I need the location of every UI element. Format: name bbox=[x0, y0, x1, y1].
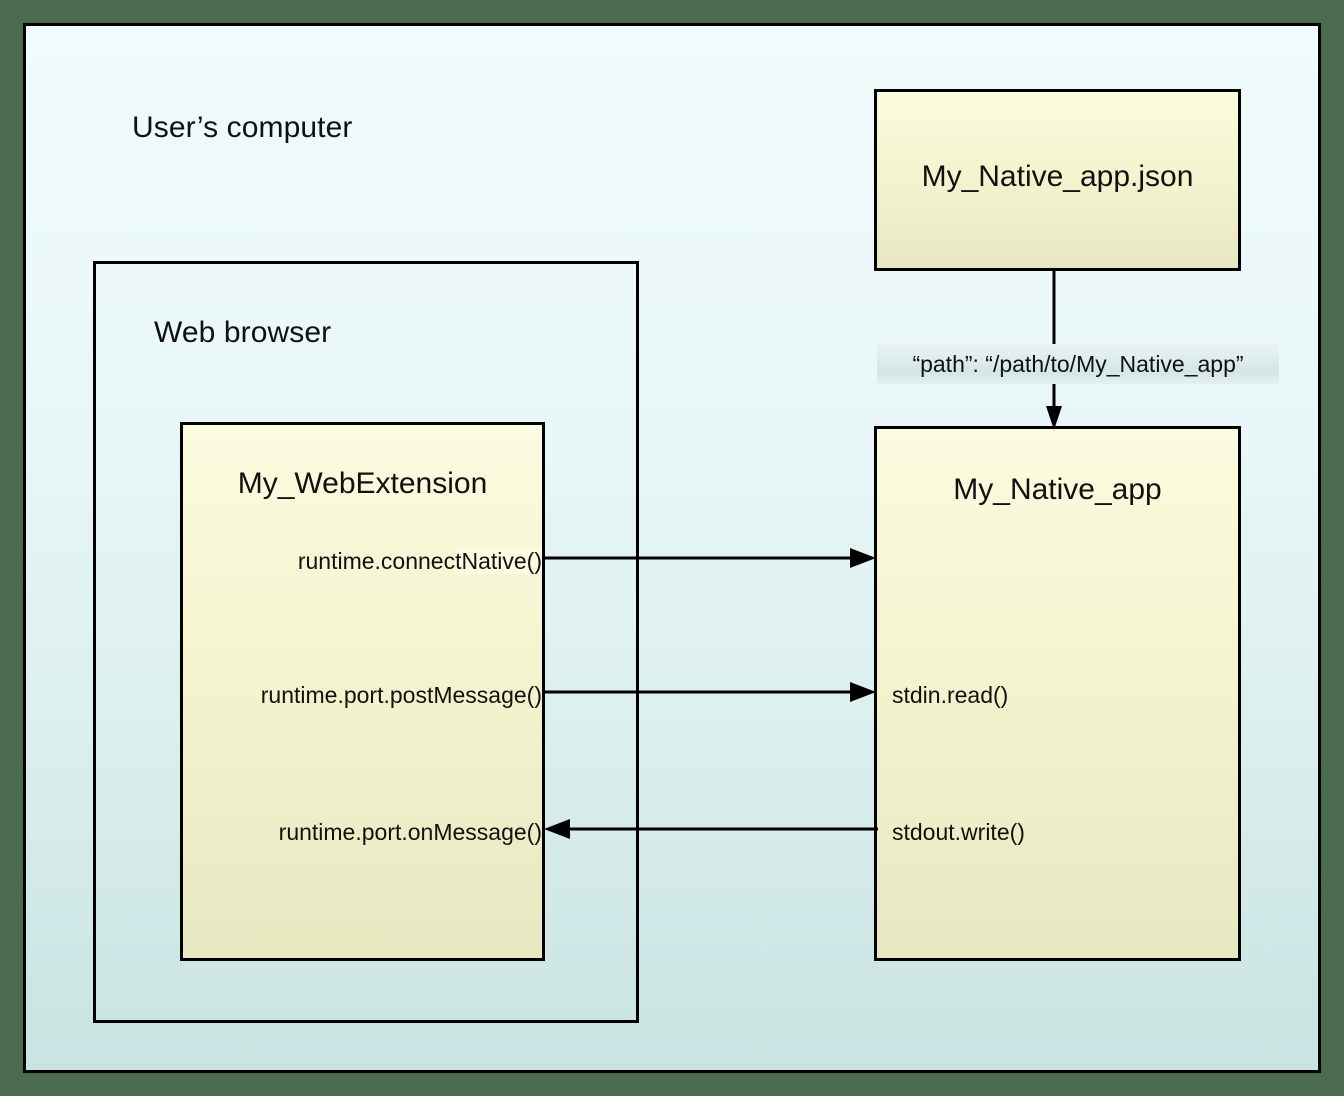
api-label-connect-native-highlight: tNative() bbox=[455, 548, 542, 574]
connector-post-message bbox=[542, 682, 878, 702]
my-native-app-label: My_Native_app bbox=[953, 473, 1162, 506]
native-manifest-box[interactable]: My_Native_app.json bbox=[874, 89, 1241, 271]
connector-manifest-to-native-app bbox=[1046, 268, 1062, 432]
api-label-post-message: runtime.port.postMessage() bbox=[260, 682, 542, 708]
web-browser-label: Web browser bbox=[154, 316, 332, 349]
api-label-connect-native-text: runtime.connec bbox=[297, 548, 456, 574]
my-webextension-label: My_WebExtension bbox=[237, 467, 488, 500]
manifest-path-label: “path”: “/path/to/My_Native_app” bbox=[877, 344, 1279, 384]
api-label-on-message: runtime.port.onMessage() bbox=[278, 819, 542, 845]
native-manifest-label: My_Native_app.json bbox=[921, 160, 1194, 193]
connector-connect-native bbox=[542, 548, 878, 568]
api-label-stdout-write: stdout.write() bbox=[892, 819, 1025, 845]
web-browser-container bbox=[93, 261, 639, 1023]
users-computer-label: User’s computer bbox=[132, 111, 353, 144]
api-label-connect-native: runtime.connectNative() bbox=[86, 548, 542, 574]
my-webextension-box[interactable]: My_WebExtension bbox=[180, 422, 545, 961]
connector-on-message bbox=[542, 819, 878, 839]
api-label-stdin-read: stdin.read() bbox=[892, 682, 1009, 708]
diagram-canvas: User’s computer Web browser My_WebExtens… bbox=[23, 23, 1321, 1073]
my-native-app-box[interactable]: My_Native_app bbox=[874, 426, 1241, 961]
